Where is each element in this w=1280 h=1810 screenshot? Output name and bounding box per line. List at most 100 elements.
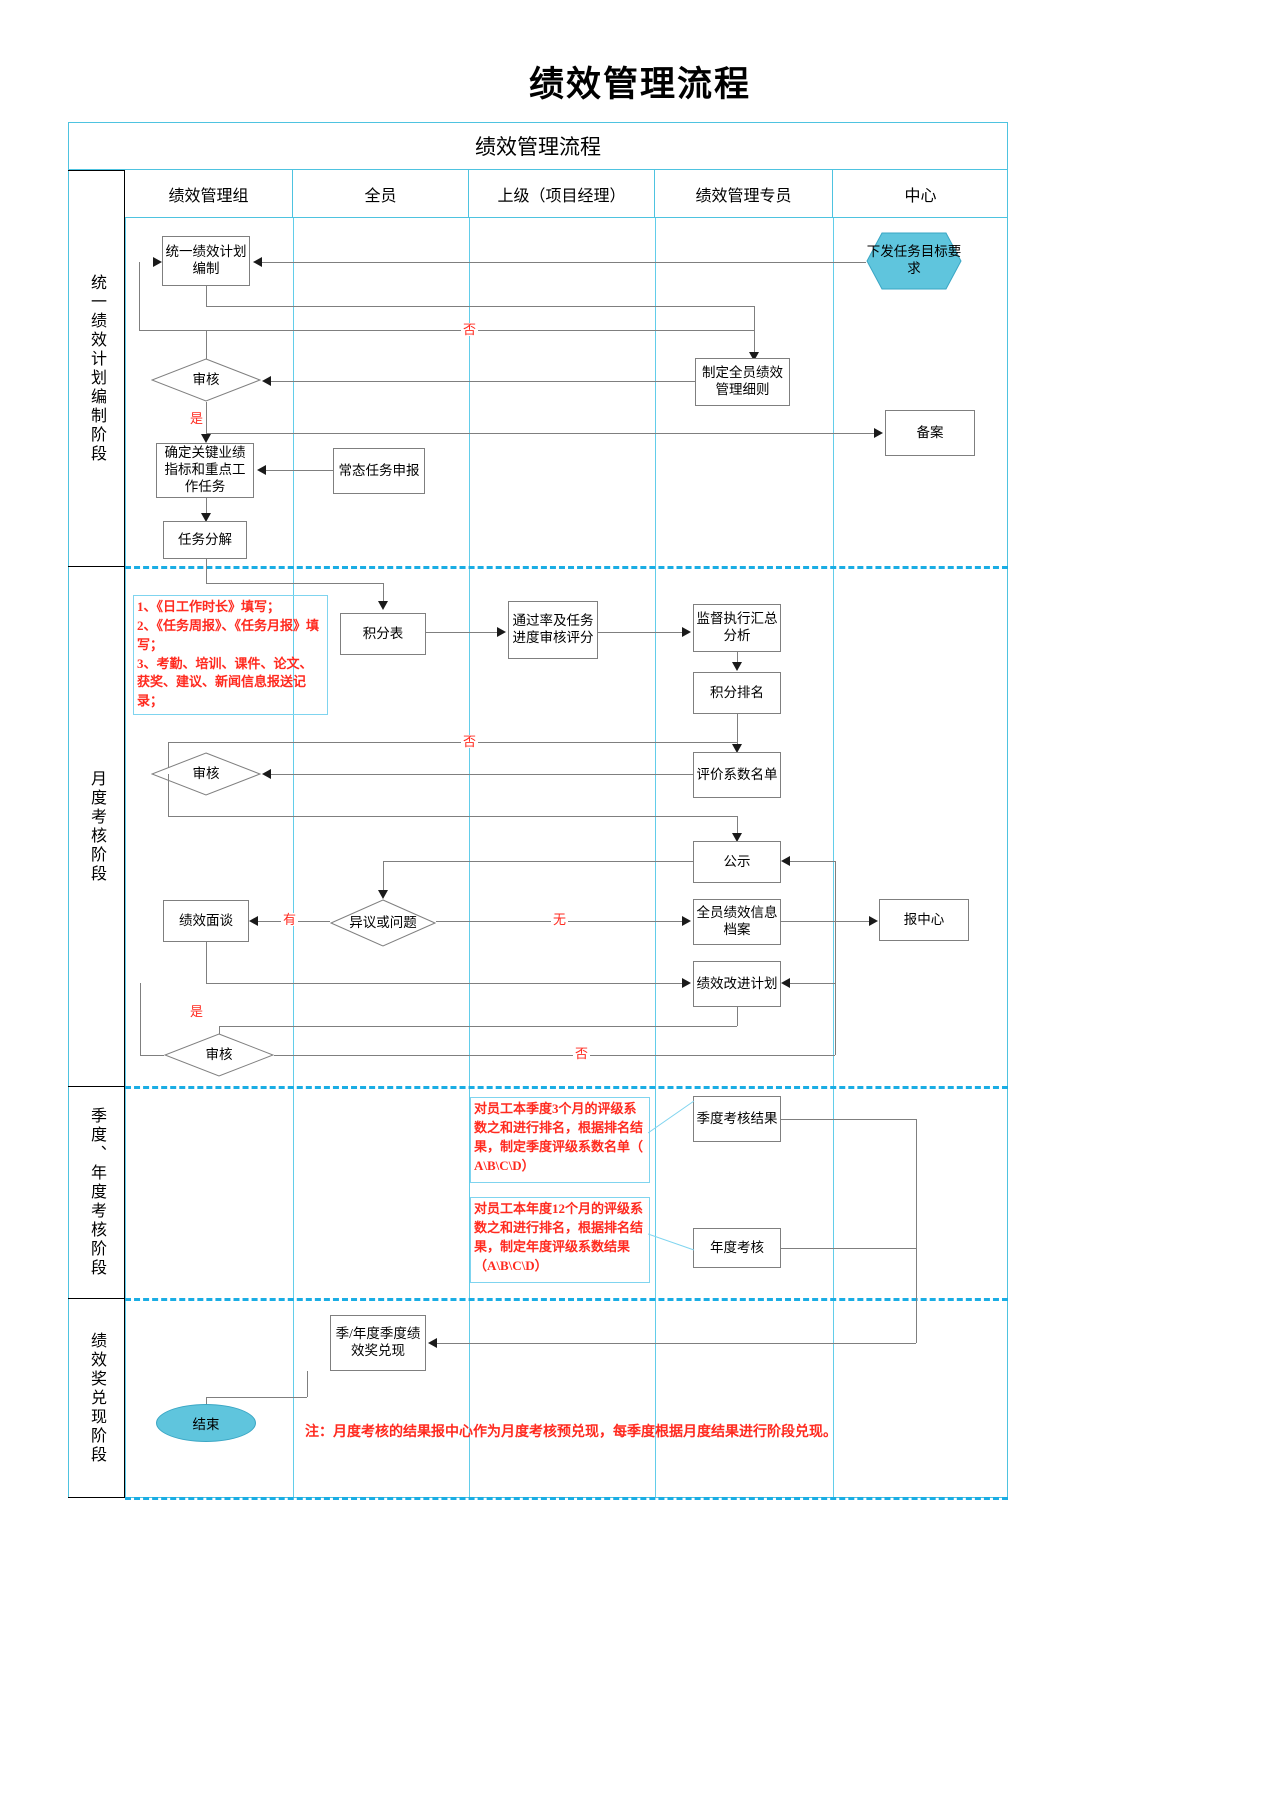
- note-quarter-rule: 对员工本季度3个月的评级系数之和进行排名，根据排名结果，制定季度评级系数名单（ …: [470, 1097, 650, 1183]
- edge-into-score-table: [383, 583, 384, 607]
- edge-rules-to-review1-arrow: [262, 376, 271, 386]
- node-eval-coeff-list-label: 评价系数名单: [696, 766, 778, 782]
- node-improve-plan: 绩效改进计划: [693, 961, 781, 1007]
- edge-goal-to-plan: [262, 262, 866, 263]
- node-review-1: 审核: [151, 358, 261, 402]
- node-quarter-annual-bonus: 季/年度季度绩效奖兑现: [330, 1315, 426, 1371]
- edge-score-to-passrate-arrow: [497, 627, 506, 637]
- edge-to-filing: [206, 433, 876, 434]
- edge-loop-left-arrow: [153, 257, 162, 267]
- node-all-staff-archive-label: 全员绩效信息档案: [696, 905, 778, 937]
- node-normal-task-report-label: 常态任务申报: [338, 462, 420, 478]
- edge-interview-to-improve: [206, 983, 683, 984]
- stage-label-cell-3: 绩效奖兑现阶段: [68, 1298, 125, 1498]
- node-report-center-label: 报中心: [903, 911, 945, 927]
- stage-label-cell-1: 月度考核阶段: [68, 566, 125, 1086]
- edge-supervise-to-ranking: [737, 652, 738, 664]
- edge-label-no-1: 否: [461, 322, 479, 337]
- edge-supervise-to-ranking-arrow: [732, 662, 742, 671]
- edge-review2-no-horizontal: [168, 742, 737, 743]
- node-review-2: 审核: [151, 752, 261, 796]
- edge-coeff-to-review2-arrow: [262, 769, 271, 779]
- edge-annual-right: [781, 1248, 916, 1249]
- edge-kpi-to-breakdown-arrow: [201, 513, 211, 522]
- diamond-shape: [330, 899, 436, 947]
- edge-goal-to-plan-arrow: [253, 257, 262, 267]
- edge-review3-left: [140, 1055, 164, 1056]
- edge-right-return-to-improve: [790, 983, 835, 984]
- edge-loop-left-vertical: [139, 262, 140, 330]
- node-task-breakdown: 任务分解: [163, 521, 247, 559]
- node-key-kpi-label: 确定关键业绩指标和重点工作任务: [164, 445, 246, 494]
- swimlane-divider-3: [655, 218, 656, 1498]
- node-annual-review: 年度考核: [693, 1228, 781, 1268]
- node-filing: 备案: [885, 410, 975, 456]
- swimlane-header-4: 中心: [904, 187, 937, 205]
- edge-right-return-vertical: [835, 861, 836, 983]
- edge-to-bonus: [437, 1343, 916, 1344]
- node-filing-label: 备案: [916, 424, 944, 440]
- edge-passrate-to-supervise: [598, 632, 684, 633]
- edge-objection-has-arrow: [249, 916, 258, 926]
- edge-review1-yes-arrow: [201, 434, 211, 443]
- stage-separator-2: [125, 1086, 1008, 1089]
- edge-breakdown-down: [206, 559, 207, 583]
- edge-down-to-review1: [206, 330, 207, 360]
- node-quarter-result-label: 季度考核结果: [696, 1110, 778, 1126]
- node-review-2-label: 审核: [192, 765, 220, 781]
- page-title: 绩效管理流程: [528, 65, 751, 104]
- node-unified-plan-label: 统一绩效计划编制: [165, 244, 247, 276]
- edge-plan-down-stub: [206, 286, 207, 306]
- edge-stage3-right-down: [916, 1119, 917, 1343]
- node-make-rules-label: 制定全员绩效管理细则: [702, 365, 783, 397]
- edge-passrate-to-supervise-arrow: [682, 627, 691, 637]
- stage-label-3: 绩效奖兑现阶段: [88, 1331, 105, 1465]
- node-score-table: 积分表: [340, 613, 426, 655]
- node-quarter-result: 季度考核结果: [693, 1096, 781, 1142]
- edge-kpi-to-breakdown: [206, 498, 207, 518]
- edge-coeff-to-review2: [271, 774, 693, 775]
- edge-score-to-passrate: [426, 632, 499, 633]
- note-annual-rule: 对员工本年度12个月的评级系数之和进行排名，根据排名结果，制定年度评级系数结果（…: [470, 1197, 650, 1283]
- swimlane-divider-4: [833, 218, 834, 1498]
- edge-bonus-down: [307, 1371, 308, 1397]
- edge-archive-to-center: [781, 921, 870, 922]
- stage-label-2: 季度、年度考核阶段: [88, 1107, 105, 1278]
- swimlane-header-2: 上级（项目经理）: [469, 170, 655, 217]
- node-supervise-analysis: 监督执行汇总分析: [693, 604, 781, 652]
- edge-review2-yes-down: [168, 774, 169, 816]
- edge-ranking-to-coeff-arrow: [732, 744, 742, 753]
- edge-archive-to-center-arrow: [869, 916, 878, 926]
- edge-report-to-kpi: [266, 470, 333, 471]
- node-issue-task-goal-label: 下发任务目标要求: [866, 244, 962, 276]
- node-review-3: 审核: [164, 1033, 274, 1077]
- node-key-kpi: 确定关键业绩指标和重点工作任务: [156, 443, 254, 498]
- swimlane-header-row: 绩效管理组 全员 上级（项目经理） 绩效管理专员 中心: [125, 170, 1008, 218]
- node-report-center: 报中心: [879, 899, 969, 941]
- edge-quarter-right: [781, 1119, 916, 1120]
- edge-to-rules-arrow: [749, 352, 759, 361]
- stage-separator-4: [125, 1497, 1008, 1500]
- edge-review3-no-up: [835, 983, 836, 1055]
- note-monthly-records-text: 1、《日工作时长》填写； 2、《任务周报》、《任务月报》填写； 3、考勤、培训、…: [137, 599, 320, 709]
- note-quarter-rule-text: 对员工本季度3个月的评级系数之和进行排名，根据排名结果，制定季度评级系数名单（ …: [474, 1101, 644, 1173]
- edge-review3-no: [274, 1055, 835, 1056]
- edge-right-return-arrow: [781, 856, 790, 866]
- edge-plan-to-right: [206, 306, 754, 307]
- node-score-table-label: 积分表: [362, 625, 404, 641]
- footnote-text: 注：月度考核的结果报中心作为月度考核预兑现，每季度根据月度结果进行阶段兑现。: [305, 1425, 837, 1440]
- edge-loop-left-horizontal: [139, 330, 754, 331]
- edge-right-return-improve-arrow: [781, 978, 790, 988]
- edge-interview-to-improve-arrow: [682, 978, 691, 988]
- stage-separator-1: [125, 566, 1008, 569]
- diamond-shape: [151, 358, 261, 402]
- edge-improve-down: [737, 1007, 738, 1026]
- edge-review2-yes-right: [168, 816, 737, 817]
- swimlane-divider-1: [293, 218, 294, 1498]
- node-annual-review-label: 年度考核: [710, 1239, 764, 1255]
- edge-label-no-2: 否: [461, 734, 479, 749]
- note-monthly-records: 1、《日工作时长》填写； 2、《任务周报》、《任务月报》填写； 3、考勤、培训、…: [133, 595, 328, 715]
- node-score-ranking-label: 积分排名: [710, 684, 764, 700]
- edge-review1-yes: [206, 402, 207, 440]
